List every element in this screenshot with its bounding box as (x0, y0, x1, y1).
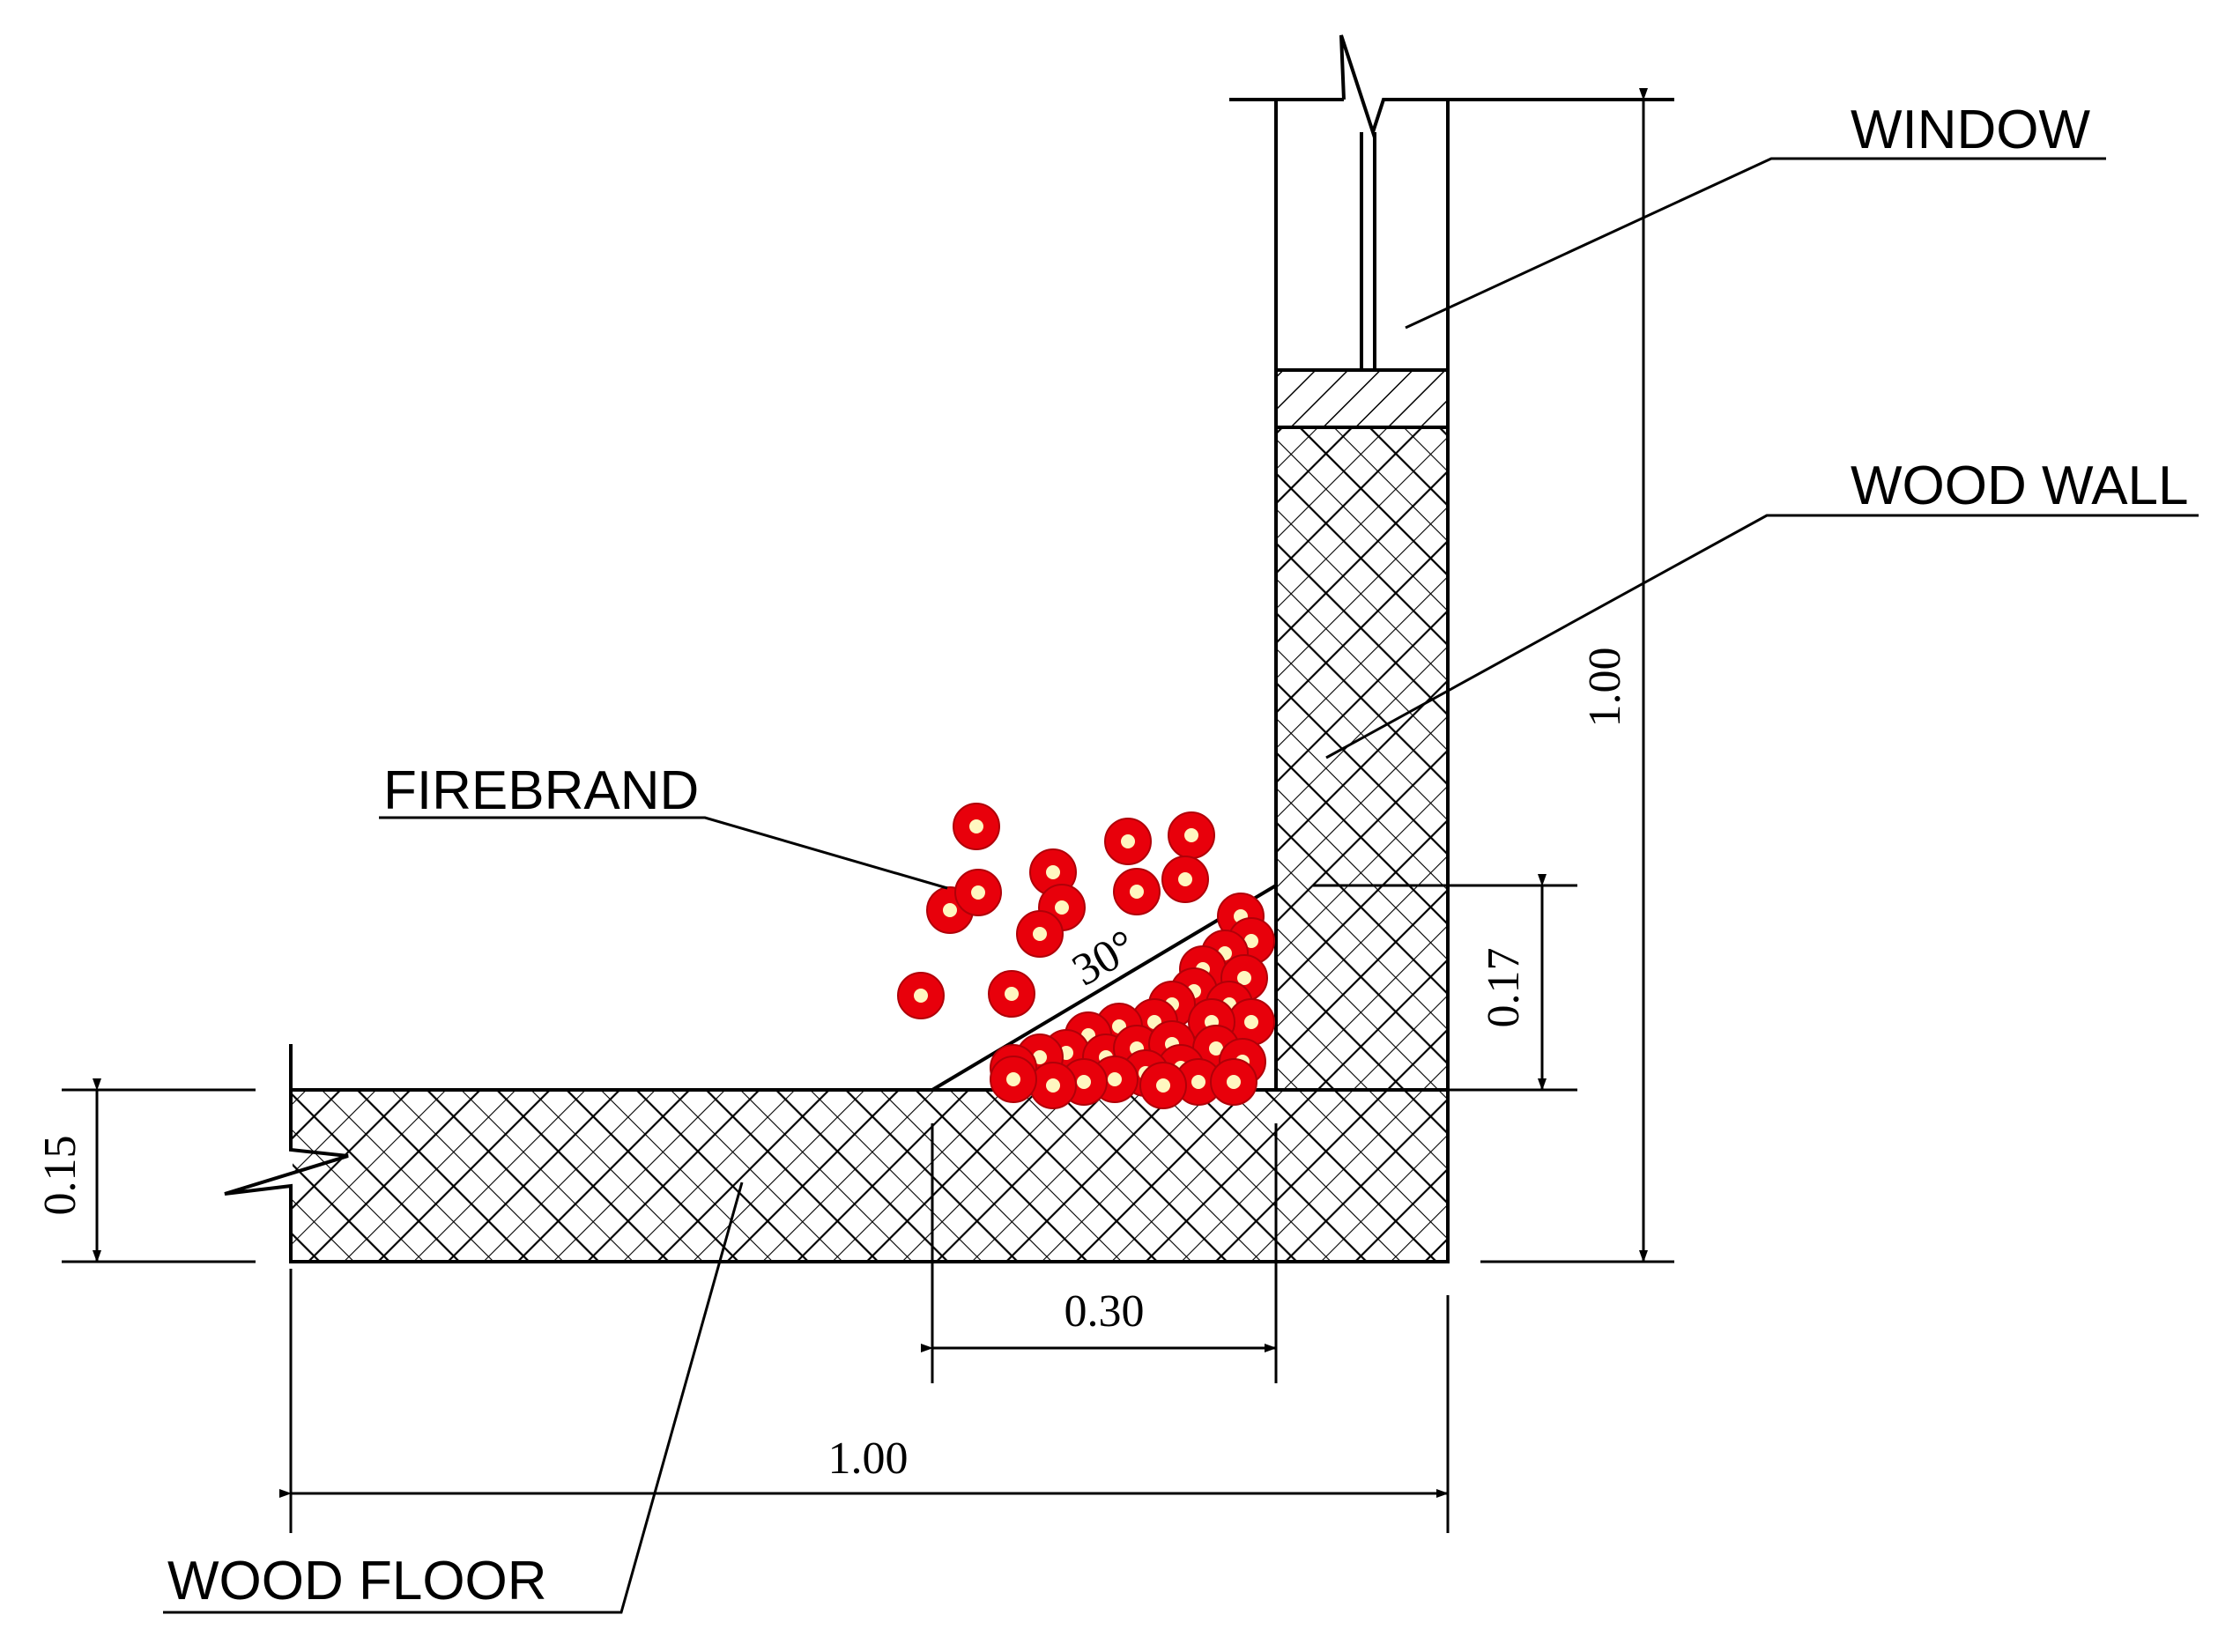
firebrand-particle-core (1244, 934, 1258, 948)
firebrand-particle-core (1077, 1075, 1091, 1089)
floor-thickness-label: 0.15 (35, 1136, 85, 1216)
firebrand-leader (379, 816, 948, 890)
dimension-pile-height (1313, 874, 1577, 1092)
firebrand-particle-core (914, 989, 928, 1003)
window-sill (1274, 368, 1450, 429)
firebrand-particle-core (1108, 1072, 1122, 1086)
firebrand-particle-core (1227, 1075, 1241, 1089)
wall-height-label: 1.00 (1580, 648, 1630, 728)
firebrand-particle-core (1121, 834, 1135, 848)
firebrand-particle-core (1209, 1041, 1223, 1056)
firebrand-label: FIREBRAND (383, 760, 699, 821)
dimension-pile-width (921, 1123, 1278, 1383)
firebrand-particle-core (1033, 927, 1047, 941)
firebrand-particle-core (1178, 872, 1192, 886)
dimension-wall-height (1480, 88, 1674, 1263)
firebrand-particle-core (1156, 1078, 1170, 1093)
wood-floor-label: WOOD FLOOR (167, 1551, 547, 1611)
firebrand-particle-core (1055, 900, 1069, 915)
pile-width-label: 0.30 (1064, 1286, 1145, 1337)
wood-floor-leader (163, 1182, 744, 1614)
firebrand-particle-core (1005, 987, 1019, 1001)
floor-length-label: 1.00 (828, 1433, 909, 1484)
window-label: WINDOW (1851, 100, 2091, 160)
window-leader (1405, 157, 2106, 330)
firebrand-particle-core (1191, 1075, 1205, 1089)
firebrand-particle-core (943, 903, 957, 917)
dimension-floor-length (279, 1269, 1450, 1533)
wood-wall-leader (1325, 514, 2199, 759)
firebrand-particle-core (1033, 1050, 1047, 1064)
firebrand-particle-core (1244, 1015, 1258, 1029)
wood-wall (1274, 426, 1450, 1092)
firebrand-particle-core (1046, 1078, 1060, 1093)
firebrand-particle-core (969, 819, 983, 833)
firebrand-particle-core (1130, 885, 1144, 899)
dimension-floor-thickness (62, 1078, 256, 1263)
floor-break-mark (220, 1044, 349, 1262)
firebrand-particle-core (971, 885, 985, 900)
window-frame (1229, 34, 1674, 372)
wood-wall-label: WOOD WALL (1851, 456, 2189, 516)
firebrand-particle-core (1006, 1072, 1020, 1086)
firebrand-particle-core (1237, 971, 1251, 985)
firebrand-particle-core (1184, 828, 1198, 842)
firebrand-particles (897, 803, 1275, 1109)
pile-height-label: 0.17 (1479, 948, 1529, 1028)
wood-floor (289, 1088, 1450, 1263)
pile-angle-label: 30° (1064, 921, 1146, 996)
firebrand-particle-core (1046, 865, 1060, 879)
